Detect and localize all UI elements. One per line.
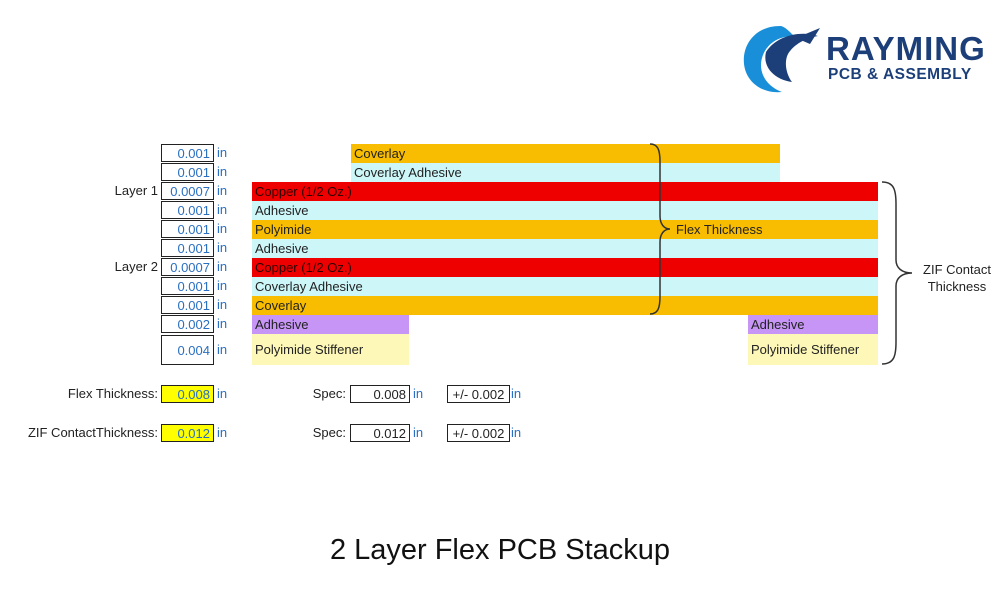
flex-thickness-total: 0.008 [161, 385, 214, 403]
zif-label-line-2: Thickness [927, 279, 987, 294]
unit-label: in [217, 145, 228, 160]
copper-layer-1: Copper (1/2 Oz.) [252, 182, 878, 201]
thickness-value: 0.001 [161, 277, 214, 295]
coverlay-layer: Coverlay [252, 296, 878, 315]
logo-wordmark: RAYMING [826, 30, 986, 67]
coverlay-adhesive-layer: Coverlay Adhesive [252, 277, 878, 296]
coverlay-adhesive-layer: Coverlay Adhesive [351, 163, 780, 182]
unit-label: in [511, 425, 522, 440]
unit-label: in [413, 386, 424, 401]
zif-thickness-summary-label: ZIF ContactThickness: [27, 425, 158, 440]
logo [736, 22, 996, 96]
thickness-value: 0.001 [161, 220, 214, 238]
unit-label: in [217, 278, 228, 293]
unit-label: in [217, 240, 228, 255]
thickness-value: 0.0007 [161, 182, 214, 200]
flex-thickness-summary-label: Flex Thickness: [67, 386, 158, 401]
flex-spec-value: 0.008 [350, 385, 410, 403]
zif-spec-value: 0.012 [350, 424, 410, 442]
zif-tolerance: +/- 0.002 [447, 424, 510, 442]
unit-label: in [413, 425, 424, 440]
unit-label: in [217, 425, 228, 440]
thickness-value: 0.001 [161, 144, 214, 162]
layer-2-label: Layer 2 [114, 259, 158, 274]
layer-1-label: Layer 1 [114, 183, 158, 198]
unit-label: in [217, 164, 228, 179]
unit-label: in [217, 297, 228, 312]
thickness-value: 0.004 [161, 335, 214, 365]
unit-label: in [217, 183, 228, 198]
stiffener-adhesive-right: Adhesive [748, 315, 878, 334]
zif-thickness-brace-icon [881, 181, 913, 365]
thickness-value: 0.001 [161, 239, 214, 257]
polyimide-stiffener-left: Polyimide Stiffener [252, 334, 409, 365]
unit-label: in [217, 202, 228, 217]
spec-label: Spec: [312, 425, 346, 440]
thickness-value: 0.001 [161, 296, 214, 314]
unit-label: in [217, 342, 228, 357]
zif-thickness-total: 0.012 [161, 424, 214, 442]
zif-contact-thickness-label: ZIF Contact Thickness [916, 261, 998, 295]
thickness-value: 0.001 [161, 163, 214, 181]
copper-layer-2: Copper (1/2 Oz.) [252, 258, 878, 277]
unit-label: in [217, 386, 228, 401]
adhesive-layer: Adhesive [252, 201, 878, 220]
flex-thickness-label: Flex Thickness [676, 222, 763, 237]
adhesive-layer: Adhesive [252, 239, 878, 258]
logo-tagline: PCB & ASSEMBLY [828, 66, 972, 83]
polyimide-layer: Polyimide [252, 220, 878, 239]
thickness-value: 0.001 [161, 201, 214, 219]
stiffener-adhesive-left: Adhesive [252, 315, 409, 334]
thickness-value: 0.0007 [161, 258, 214, 276]
flex-thickness-brace-icon [649, 143, 671, 315]
unit-label: in [217, 316, 228, 331]
flex-tolerance: +/- 0.002 [447, 385, 510, 403]
logo-mark-icon [743, 26, 820, 93]
polyimide-stiffener-right: Polyimide Stiffener [748, 334, 878, 365]
unit-label: in [217, 221, 228, 236]
diagram-caption: 2 Layer Flex PCB Stackup [329, 534, 671, 566]
zif-label-line-1: ZIF Contact [923, 262, 991, 277]
spec-label: Spec: [312, 386, 346, 401]
unit-label: in [217, 259, 228, 274]
thickness-value: 0.002 [161, 315, 214, 333]
coverlay-layer: Coverlay [351, 144, 780, 163]
unit-label: in [511, 386, 522, 401]
